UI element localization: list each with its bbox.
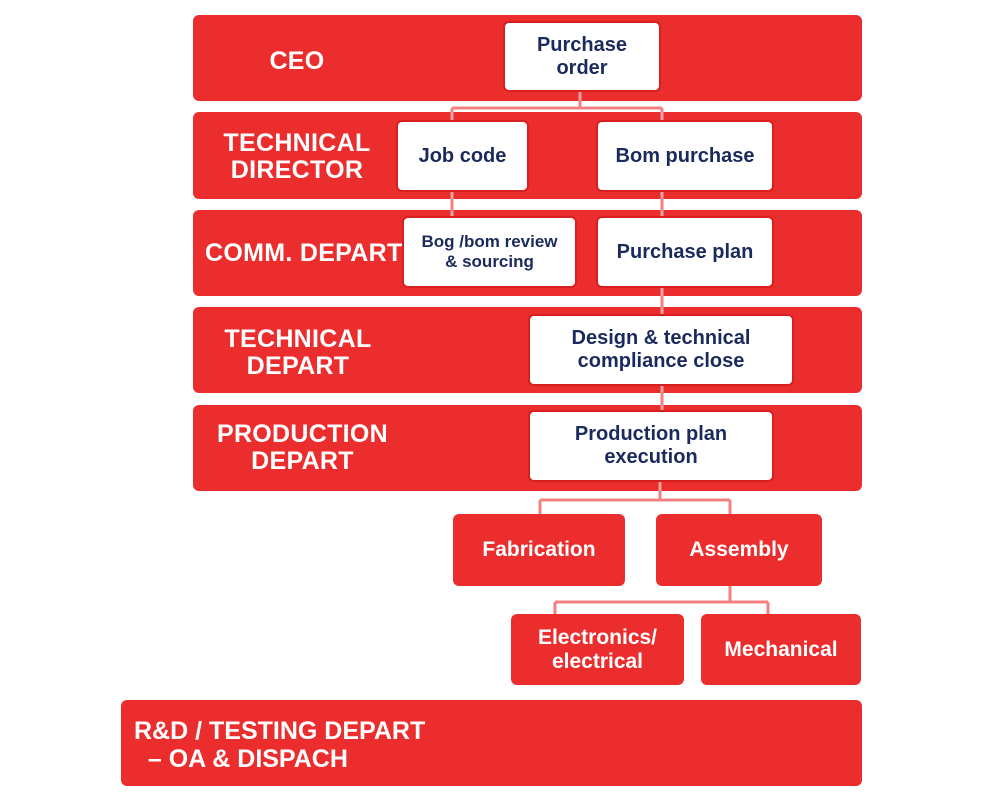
box-electronics-electrical[interactable]: Electronics/ electrical [511,614,684,685]
box-bom-purchase[interactable]: Bom purchase [596,120,774,192]
box-job-code[interactable]: Job code [396,120,529,192]
box-production-plan[interactable]: Production plan execution [528,410,774,482]
box-mechanical[interactable]: Mechanical [701,614,861,685]
box-purchase-plan[interactable]: Purchase plan [596,216,774,288]
box-bog-bom-review[interactable]: Bog /bom review & sourcing [402,216,577,288]
row-label-ceo: CEO [269,47,325,75]
box-design-compliance[interactable]: Design & technical compliance close [528,314,794,386]
box-fabrication[interactable]: Fabrication [453,514,625,586]
row-label-technical-director: TECHNICAL DIRECTOR [223,129,371,184]
row-label-production-depart: PRODUCTION DEPART [216,420,389,475]
row-label-technical-depart: TECHNICAL DEPART [224,325,372,380]
box-assembly[interactable]: Assembly [656,514,822,586]
footer-band-rd-testing [121,700,862,786]
row-label-comm-depart: COMM. DEPART [205,239,403,267]
footer-label-rd-testing: R&D / TESTING DEPART – OA & DISPACH [134,717,426,773]
box-purchase-order[interactable]: Purchase order [503,21,661,92]
